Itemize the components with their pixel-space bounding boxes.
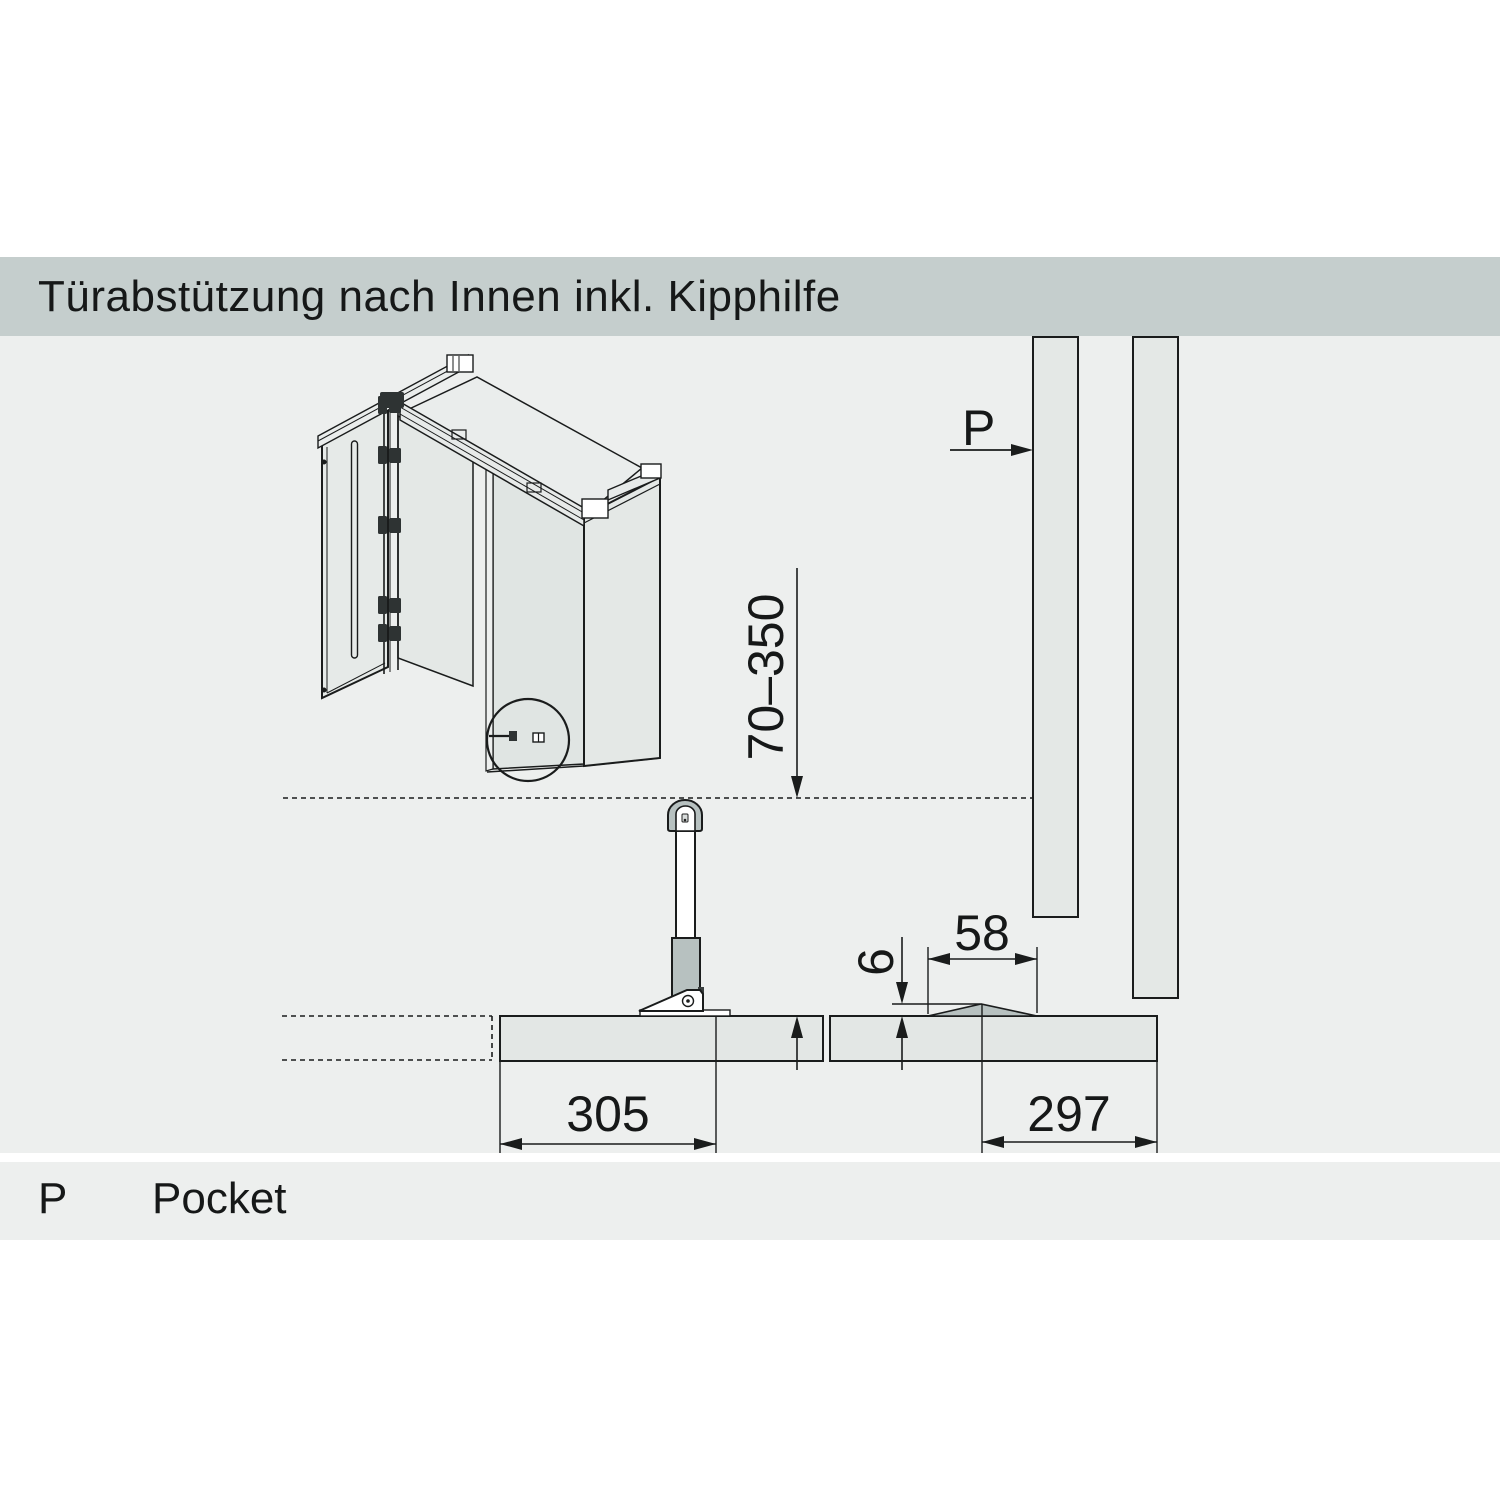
detail-circle	[485, 697, 571, 783]
legend-symbol: P	[38, 1174, 68, 1223]
arrow-right-icon	[1015, 953, 1037, 965]
header-bar: Türabstützung nach Innen inkl. Kipphilfe	[0, 257, 1500, 336]
door-fold-hinge-column	[378, 392, 404, 674]
left-bottom-board	[499, 1015, 824, 1062]
dimension-right-board-depth: 297	[981, 1004, 1158, 1153]
arrow-left-icon	[982, 1136, 1004, 1148]
cabinet-bottom-boards	[499, 1015, 1158, 1062]
arrow-down-icon	[791, 776, 803, 798]
right-board-depth-label: 297	[1027, 1086, 1110, 1142]
arrow-right-icon	[694, 1138, 716, 1150]
page-title: Türabstützung nach Innen inkl. Kipphilfe	[38, 271, 841, 321]
dimension-left-board-depth: 305	[499, 1016, 717, 1153]
pocket-marker-annotation: P	[950, 400, 1033, 456]
fold-hinges	[378, 396, 401, 642]
roller-clip-icon	[681, 813, 689, 823]
height-range-label: 70–350	[738, 594, 794, 761]
cabinet-isometric	[317, 353, 662, 783]
door-rail-end-cap	[446, 354, 474, 373]
pocket-panel-back	[1132, 336, 1179, 999]
ramp-height-label: 6	[848, 948, 904, 976]
door-panel-inner	[397, 414, 474, 688]
arrow-up-icon	[791, 1016, 803, 1038]
right-bottom-board	[829, 1015, 1158, 1062]
rail-end-bracket	[581, 498, 609, 519]
pocket-door-panels	[1032, 336, 1179, 999]
arrow-right-icon	[1135, 1136, 1157, 1148]
dimension-ramp-height: 6	[848, 937, 980, 1070]
support-rod	[675, 828, 696, 939]
door-groove	[350, 440, 359, 659]
dimension-ramp-length: 58	[927, 905, 1038, 1014]
pocket-marker-label: P	[962, 400, 995, 456]
arrow-up-icon	[896, 1016, 908, 1038]
arrow-left-icon	[500, 1138, 522, 1150]
legend-band: P Pocket	[0, 1162, 1500, 1240]
door-support-post	[638, 799, 731, 1017]
cabinet-right-side-panel	[583, 475, 661, 768]
arrow-down-icon	[896, 982, 908, 1004]
dimension-height-range: 70–350	[738, 568, 803, 1070]
left-board-depth-label: 305	[566, 1086, 649, 1142]
pocket-panel-front	[1032, 336, 1079, 918]
reference-dashed-lines	[282, 797, 1033, 1061]
cabinet-slide-rail	[399, 400, 609, 528]
legend-term: Pocket	[152, 1174, 287, 1223]
arrow-left-icon	[928, 953, 950, 965]
arrow-right-icon	[1011, 444, 1033, 456]
ramp-length-label: 58	[954, 905, 1010, 961]
rail-end-cap	[640, 463, 662, 479]
